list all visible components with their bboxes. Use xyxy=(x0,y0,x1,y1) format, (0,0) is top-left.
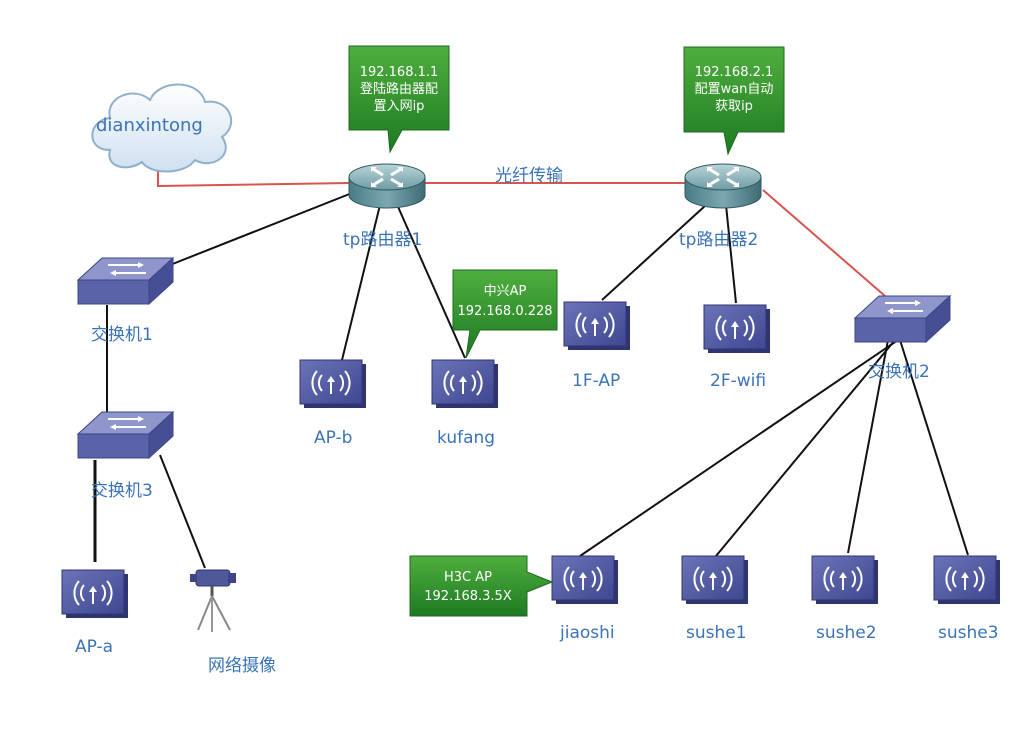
link-router1-kufang xyxy=(394,199,466,359)
svg-text:中兴AP: 中兴AP xyxy=(484,284,527,299)
access-point-icon xyxy=(431,359,498,408)
router-icon xyxy=(684,163,762,209)
link-router2-2fwifi xyxy=(725,204,737,304)
sushe2-label: sushe2 xyxy=(816,623,877,643)
access-point-icon xyxy=(563,301,630,350)
svg-text:192.168.3.5X: 192.168.3.5X xyxy=(424,589,512,604)
jiaoshi-label: jiaoshi xyxy=(559,623,615,643)
access-point-icon xyxy=(299,359,366,408)
switch-2-label: 交换机2 xyxy=(868,362,930,382)
svg-text:192.168.1.1: 192.168.1.1 xyxy=(360,65,439,80)
camera-label: 网络摄像 xyxy=(208,656,276,676)
sushe3-label: sushe3 xyxy=(938,623,999,643)
callout-router2: 192.168.2.1 配置wan自动 获取ip xyxy=(683,46,785,156)
link-router2-switch2 xyxy=(762,189,886,297)
svg-text:登陆路由器配: 登陆路由器配 xyxy=(360,81,438,97)
svg-text:192.168.0.228: 192.168.0.228 xyxy=(457,304,552,319)
router-1-label: tp路由器1 xyxy=(343,230,422,250)
access-point-icon xyxy=(681,555,748,604)
access-point-icon xyxy=(61,569,128,618)
camera-icon xyxy=(190,569,236,632)
1f-ap-label: 1F-AP xyxy=(572,371,620,391)
switch-1-label: 交换机1 xyxy=(91,325,153,345)
switch-icon xyxy=(76,256,175,306)
links xyxy=(93,165,969,569)
link-switch2-sushe2 xyxy=(847,339,889,554)
callout-kufang: 中兴AP 192.168.0.228 xyxy=(452,269,558,359)
fiber-link-label: 光纤传输 xyxy=(495,166,563,186)
link-router1-switch1 xyxy=(169,192,353,266)
callout-router1: 192.168.1.1 登陆路由器配 置入网ip xyxy=(348,45,450,154)
link-switch3-camera xyxy=(159,454,206,569)
link-router1-apb xyxy=(341,204,381,361)
svg-text:获取ip: 获取ip xyxy=(715,99,753,114)
switch-3-label: 交换机3 xyxy=(91,481,153,501)
ap-a-label: AP-a xyxy=(75,637,113,657)
link-cloud-router1 xyxy=(157,165,351,188)
2f-wifi-label: 2F-wifi xyxy=(710,371,766,391)
callout-jiaoshi: H3C AP 192.168.3.5X xyxy=(409,555,554,617)
svg-text:192.168.2.1: 192.168.2.1 xyxy=(695,65,774,80)
router-2-label: tp路由器2 xyxy=(679,230,758,250)
link-switch2-jiaoshi xyxy=(579,339,899,557)
ap-b-label: AP-b xyxy=(314,428,352,448)
cloud-icon xyxy=(91,83,233,173)
sushe1-label: sushe1 xyxy=(686,623,747,643)
access-point-icon xyxy=(703,304,770,353)
access-point-icon xyxy=(933,555,1000,604)
access-point-icon xyxy=(811,555,878,604)
switch-icon xyxy=(853,294,952,344)
link-router2-1fap xyxy=(601,204,707,301)
link-switch2-sushe1 xyxy=(715,339,896,557)
router-icon xyxy=(348,163,426,209)
svg-text:H3C AP: H3C AP xyxy=(444,570,492,585)
cloud-label: dianxintong xyxy=(96,115,203,136)
switch-icon xyxy=(76,410,175,460)
svg-text:置入网ip: 置入网ip xyxy=(374,99,425,114)
access-point-icon xyxy=(551,555,618,604)
link-switch2-sushe3 xyxy=(899,339,969,556)
svg-text:配置wan自动: 配置wan自动 xyxy=(695,82,774,97)
kufang-label: kufang xyxy=(437,428,495,448)
